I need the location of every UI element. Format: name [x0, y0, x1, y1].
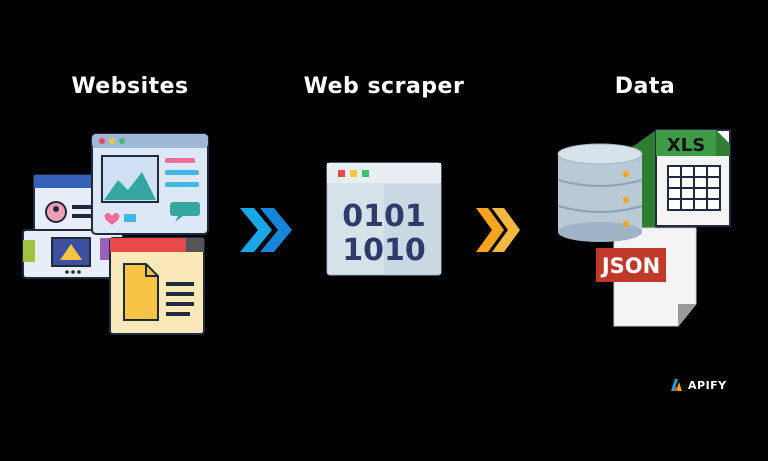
binary-window-icon: 0101 1010	[326, 162, 442, 276]
data-illustration: XLS JSON	[557, 129, 731, 327]
binary-line-2: 1010	[342, 233, 426, 268]
double-chevron-blue-icon	[240, 208, 292, 252]
double-chevron-orange-icon	[476, 208, 520, 252]
json-label: JSON	[600, 254, 660, 278]
web-scraper-heading: Web scraper	[303, 74, 465, 99]
xls-label: XLS	[667, 135, 705, 156]
apify-logo-icon	[671, 379, 682, 391]
binary-line-1: 0101	[342, 199, 426, 234]
json-file-icon: JSON	[596, 227, 697, 327]
websites-collage-icon	[22, 133, 209, 335]
spreadsheet-file-icon: XLS	[628, 129, 731, 230]
data-heading: Data	[614, 74, 676, 99]
apify-brand: APIFY	[670, 376, 727, 394]
database-icon	[557, 143, 643, 242]
apify-brand-name: APIFY	[688, 378, 727, 392]
websites-heading: Websites	[71, 74, 189, 99]
